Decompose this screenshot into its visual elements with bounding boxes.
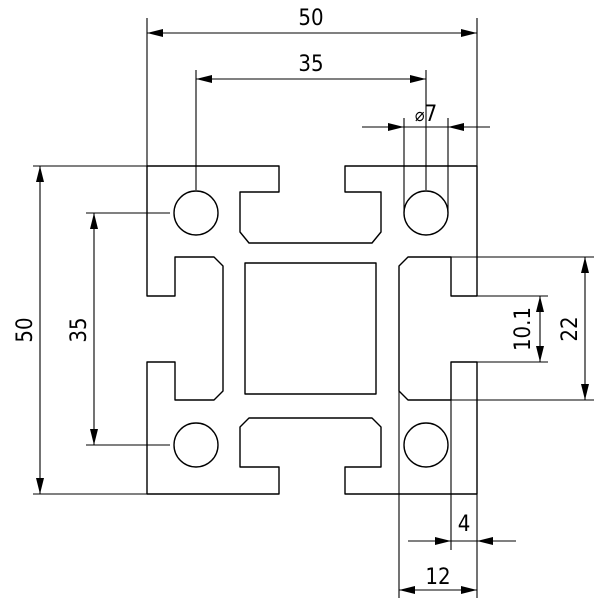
diameter-symbol: ⌀ [415,105,425,126]
dim-slot-width-label: 22 [558,316,583,341]
bore-bottom-right [403,422,449,468]
dim-bore-spacing-horizontal: 35 [195,52,427,190]
dim-overall-height: 50 [13,165,147,495]
dim-bore-spacing-vertical: 35 [67,212,170,446]
dim-slot-opening: 10.1 [477,295,548,363]
bore-top-right [403,190,449,236]
dim-slot-depth: 12 [398,391,478,598]
profile-outer-contour [146,165,478,495]
dim-bore-spacing-horizontal-label: 35 [298,52,323,77]
center-core-square [244,262,377,395]
dim-slot-depth-label: 12 [425,565,450,590]
dim-wall-thickness-label: 4 [458,512,471,537]
dim-overall-width: 50 [146,6,478,166]
dim-wall-thickness: 4 [408,400,516,550]
dim-overall-height-label: 50 [13,317,38,342]
dim-overall-width-label: 50 [298,6,323,31]
dim-bore-diameter: ⌀7 [362,102,490,213]
dim-bore-diameter-value: 7 [425,102,438,127]
dim-slot-opening-label: 10.1 [511,307,536,351]
bore-bottom-left [173,422,219,468]
dim-bore-spacing-vertical-label: 35 [67,317,92,342]
dim-bore-diameter-label: ⌀7 [415,102,437,127]
bore-top-left [173,190,219,236]
dim-slot-width: 22 [451,256,594,401]
profile-outline [146,165,478,495]
